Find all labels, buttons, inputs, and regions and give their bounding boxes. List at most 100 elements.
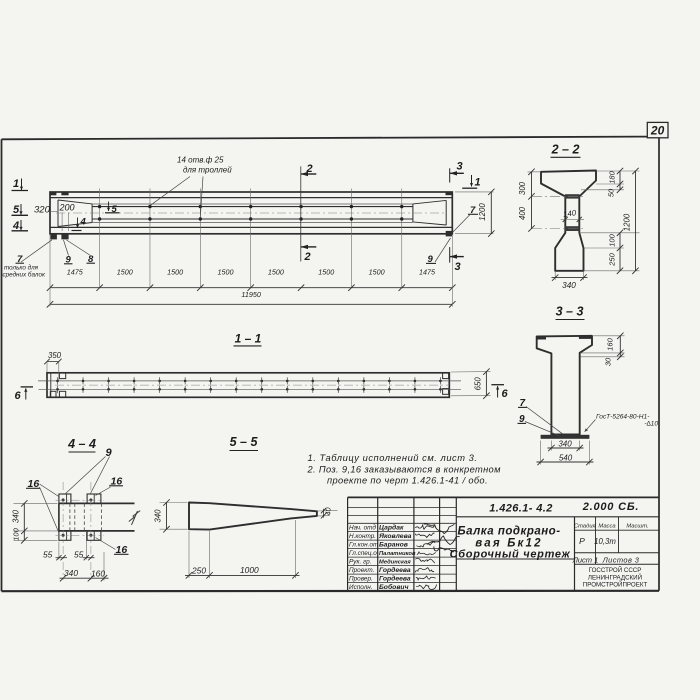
svg-text:Масшт.: Масшт. — [626, 524, 648, 530]
svg-text:16: 16 — [116, 544, 128, 556]
svg-text:340: 340 — [12, 509, 21, 523]
svg-text:100: 100 — [608, 233, 617, 246]
svg-text:Сборочный чертеж: Сборочный чертеж — [450, 549, 571, 561]
svg-text:50: 50 — [607, 188, 616, 197]
svg-text:1000: 1000 — [240, 565, 259, 575]
svg-text:4: 4 — [80, 217, 87, 228]
svg-text:180: 180 — [608, 170, 617, 183]
svg-text:5 – 5: 5 – 5 — [230, 435, 259, 449]
svg-text:2 – 2: 2 – 2 — [551, 143, 580, 157]
svg-text:4: 4 — [12, 220, 19, 232]
svg-text:20: 20 — [650, 124, 665, 138]
svg-text:Гл.кон.от: Гл.кон.от — [349, 542, 379, 549]
svg-text:Проект.: Проект. — [349, 567, 374, 574]
svg-text:8: 8 — [88, 254, 94, 265]
svg-text:140: 140 — [563, 208, 578, 219]
svg-text:вая Бк12: вая Бк12 — [475, 538, 543, 550]
svg-text:300: 300 — [518, 181, 527, 195]
svg-text:1.426.1- 4.2: 1.426.1- 4.2 — [489, 503, 553, 515]
svg-text:250: 250 — [191, 566, 206, 576]
svg-text:Масса: Масса — [598, 524, 616, 530]
svg-text:Гл.спец.о: Гл.спец.о — [349, 550, 377, 557]
svg-text:5: 5 — [13, 204, 20, 216]
svg-text:Рук. гр.: Рук. гр. — [349, 559, 372, 566]
svg-text:2: 2 — [306, 163, 313, 175]
svg-text:350: 350 — [48, 351, 62, 360]
svg-text:ГосТ-5264-80-Н1-: ГосТ-5264-80-Н1- — [596, 414, 650, 421]
svg-text:9: 9 — [428, 254, 434, 265]
svg-text:средних балок: средних балок — [3, 271, 46, 279]
svg-text:2.000 СБ.: 2.000 СБ. — [582, 501, 640, 513]
svg-text:Гордеева: Гордеева — [379, 566, 411, 574]
svg-text:30: 30 — [604, 357, 613, 366]
svg-text:Н.контр.: Н.контр. — [349, 533, 376, 540]
svg-text:Цардак: Цардак — [379, 524, 404, 532]
svg-text:6: 6 — [15, 390, 22, 402]
svg-text:200: 200 — [59, 203, 75, 213]
svg-text:Исполн.: Исполн. — [349, 584, 373, 591]
svg-text:100: 100 — [12, 527, 21, 540]
svg-text:Гордеева: Гордеева — [379, 575, 411, 583]
svg-text:340: 340 — [154, 509, 163, 523]
svg-text:1500: 1500 — [167, 268, 183, 277]
svg-text:16: 16 — [28, 478, 40, 490]
svg-text:Баранов: Баранов — [379, 542, 408, 549]
svg-text:55: 55 — [43, 550, 53, 560]
svg-text:3: 3 — [457, 161, 463, 173]
svg-text:1500: 1500 — [218, 268, 234, 277]
svg-text:400: 400 — [518, 206, 527, 220]
svg-text:1 – 1: 1 – 1 — [235, 332, 262, 346]
svg-text:16: 16 — [111, 476, 123, 488]
svg-text:3 – 3: 3 – 3 — [556, 305, 584, 319]
svg-text:340: 340 — [558, 439, 572, 448]
svg-text:40: 40 — [324, 507, 333, 516]
svg-text:только для: только для — [4, 264, 39, 272]
svg-text:5: 5 — [112, 204, 118, 215]
svg-text:1. Таблицу исполнений см. лис: 1. Таблицу исполнений см. лист 3. — [308, 453, 478, 463]
svg-text:160: 160 — [606, 337, 615, 350]
svg-text:340: 340 — [562, 281, 576, 290]
svg-text:1475: 1475 — [67, 268, 84, 277]
svg-text:7: 7 — [520, 398, 526, 409]
svg-text:2: 2 — [304, 251, 311, 263]
svg-text:7: 7 — [470, 205, 476, 216]
svg-text:1: 1 — [475, 177, 481, 189]
svg-text:4 – 4: 4 – 4 — [67, 437, 96, 451]
svg-text:9: 9 — [66, 255, 72, 266]
svg-text:14 отв.ф 25: 14 отв.ф 25 — [177, 156, 224, 165]
svg-text:9: 9 — [106, 447, 113, 459]
svg-text:1500: 1500 — [268, 268, 284, 277]
svg-text:для троллей: для троллей — [183, 166, 232, 175]
svg-text:Листов 3: Листов 3 — [602, 555, 640, 564]
svg-text:540: 540 — [559, 453, 573, 462]
svg-text:Балка подкрано-: Балка подкрано- — [457, 526, 560, 538]
svg-text:-∆10: -∆10 — [644, 421, 658, 428]
svg-text:3: 3 — [455, 261, 461, 273]
svg-text:1500: 1500 — [117, 268, 133, 277]
svg-text:1200: 1200 — [478, 203, 487, 221]
svg-text:Бобович: Бобович — [379, 583, 409, 591]
svg-text:2. Поз. 9,16 заказываются в ко: 2. Поз. 9,16 заказываются в конкретном — [307, 465, 502, 475]
svg-text:1200: 1200 — [623, 213, 632, 231]
svg-text:ПРОМСТРОЙПРОЕКТ: ПРОМСТРОЙПРОЕКТ — [583, 581, 648, 589]
svg-text:340: 340 — [64, 568, 78, 578]
svg-text:6: 6 — [502, 388, 509, 400]
svg-text:9: 9 — [519, 414, 525, 425]
svg-text:650: 650 — [474, 377, 483, 391]
svg-text:Яковлева: Яковлева — [378, 533, 412, 540]
svg-text:ГОССТРОЙ СССР: ГОССТРОЙ СССР — [589, 566, 642, 574]
svg-text:10,3т: 10,3т — [594, 537, 616, 546]
svg-text:1: 1 — [13, 178, 19, 190]
svg-text:320: 320 — [34, 205, 51, 216]
svg-text:Р: Р — [579, 536, 585, 546]
svg-text:Нач. отд: Нач. отд — [349, 524, 376, 532]
svg-text:Лист 1: Лист 1 — [572, 555, 599, 564]
svg-text:Палатников: Палатников — [379, 551, 416, 557]
svg-text:1500: 1500 — [369, 268, 385, 277]
svg-text:проекте по черт 1.426.1-41 / о: проекте по черт 1.426.1-41 / обо. — [327, 476, 488, 486]
svg-text:Мединская: Мединская — [379, 560, 411, 566]
svg-text:11950: 11950 — [241, 290, 260, 299]
svg-text:55: 55 — [74, 550, 84, 560]
svg-text:1500: 1500 — [318, 268, 334, 277]
svg-text:1475: 1475 — [419, 268, 436, 277]
